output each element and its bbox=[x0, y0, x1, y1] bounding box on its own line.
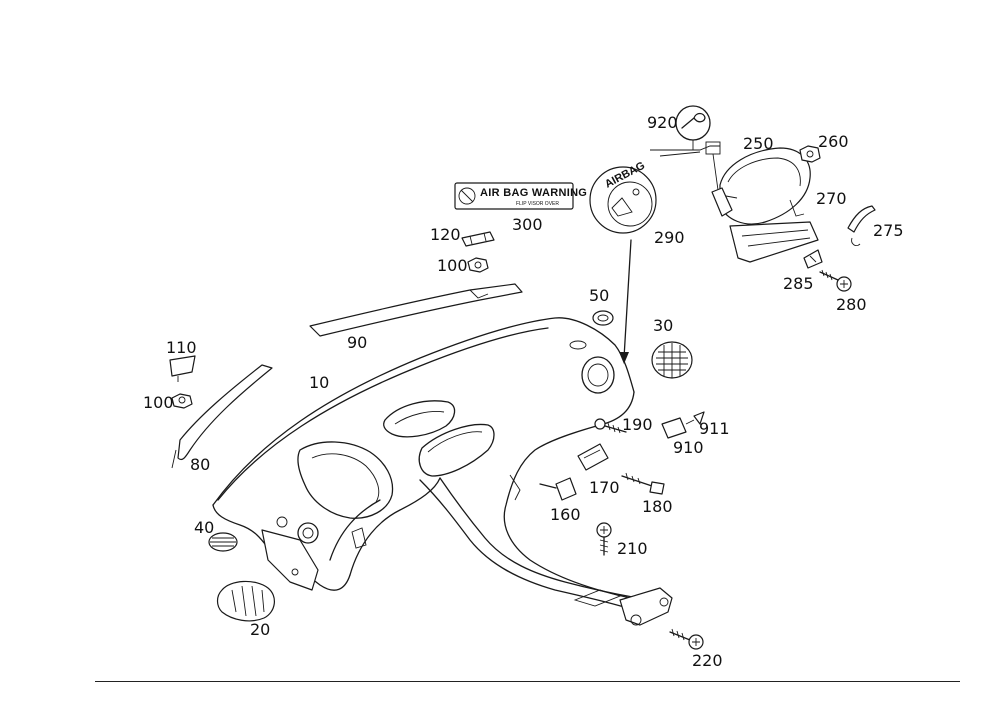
screw-part-190 bbox=[594, 418, 627, 434]
upper-trim-strip bbox=[309, 283, 523, 337]
clip-pin bbox=[693, 411, 705, 425]
lever-rod bbox=[621, 472, 665, 495]
nut-part-upper bbox=[467, 257, 489, 273]
callout-300: 300 bbox=[512, 215, 543, 234]
callout-170: 170 bbox=[589, 478, 620, 497]
callout-160: 160 bbox=[550, 505, 581, 524]
callout-290: 290 bbox=[654, 228, 685, 247]
warning-sticker-text: AIR BAG WARNING bbox=[480, 187, 588, 199]
callout-275: 275 bbox=[873, 221, 904, 240]
callout-270: 270 bbox=[816, 189, 847, 208]
control-knob bbox=[539, 477, 577, 501]
location-arrow bbox=[619, 239, 632, 364]
dashboard-body bbox=[212, 317, 673, 626]
callout-210: 210 bbox=[617, 539, 648, 558]
retaining-bracket bbox=[847, 205, 876, 247]
callout-180: 180 bbox=[642, 497, 673, 516]
screw-part bbox=[819, 269, 852, 292]
callout-30: 30 bbox=[653, 316, 674, 335]
callout-40: 40 bbox=[194, 518, 215, 537]
nut-part bbox=[171, 393, 193, 409]
sensor-part bbox=[661, 417, 695, 439]
vent-ring bbox=[592, 310, 614, 326]
vent-grille bbox=[208, 532, 238, 552]
callout-50: 50 bbox=[589, 286, 610, 305]
callout-280: 280 bbox=[836, 295, 867, 314]
side-trim-strip bbox=[171, 364, 273, 469]
callout-90: 90 bbox=[347, 333, 368, 352]
warning-sticker-subtext: FLIP VISOR OVER bbox=[516, 201, 559, 207]
callout-910: 910 bbox=[673, 438, 704, 457]
hex-nut bbox=[799, 145, 821, 163]
callout-920: 920 bbox=[647, 113, 678, 132]
end-cap bbox=[169, 355, 196, 382]
airbag-badge bbox=[589, 166, 657, 234]
clip-part bbox=[461, 231, 495, 247]
callout-285: 285 bbox=[783, 274, 814, 293]
callout-100-upper: 100 bbox=[437, 256, 468, 275]
switch-housing bbox=[577, 443, 609, 471]
callout-100-lower: 100 bbox=[143, 393, 174, 412]
callout-911: 911 bbox=[699, 419, 730, 438]
airbag-warning-sticker bbox=[454, 182, 574, 210]
passenger-airbag-module bbox=[711, 147, 819, 263]
callout-260: 260 bbox=[818, 132, 849, 151]
callout-190: 190 bbox=[622, 415, 653, 434]
callout-110: 110 bbox=[166, 338, 197, 357]
mounting-clip bbox=[803, 249, 823, 269]
footer-rule bbox=[95, 681, 960, 682]
callout-250: 250 bbox=[743, 134, 774, 153]
screw-part-220 bbox=[669, 628, 704, 650]
side-air-vent bbox=[651, 341, 693, 379]
callout-10: 10 bbox=[309, 373, 330, 392]
callout-120: 120 bbox=[430, 225, 461, 244]
callout-80: 80 bbox=[190, 455, 211, 474]
callout-220: 220 bbox=[692, 651, 723, 670]
screw-part-210 bbox=[596, 522, 612, 556]
outer-air-vent bbox=[216, 580, 275, 622]
callout-20: 20 bbox=[250, 620, 271, 639]
